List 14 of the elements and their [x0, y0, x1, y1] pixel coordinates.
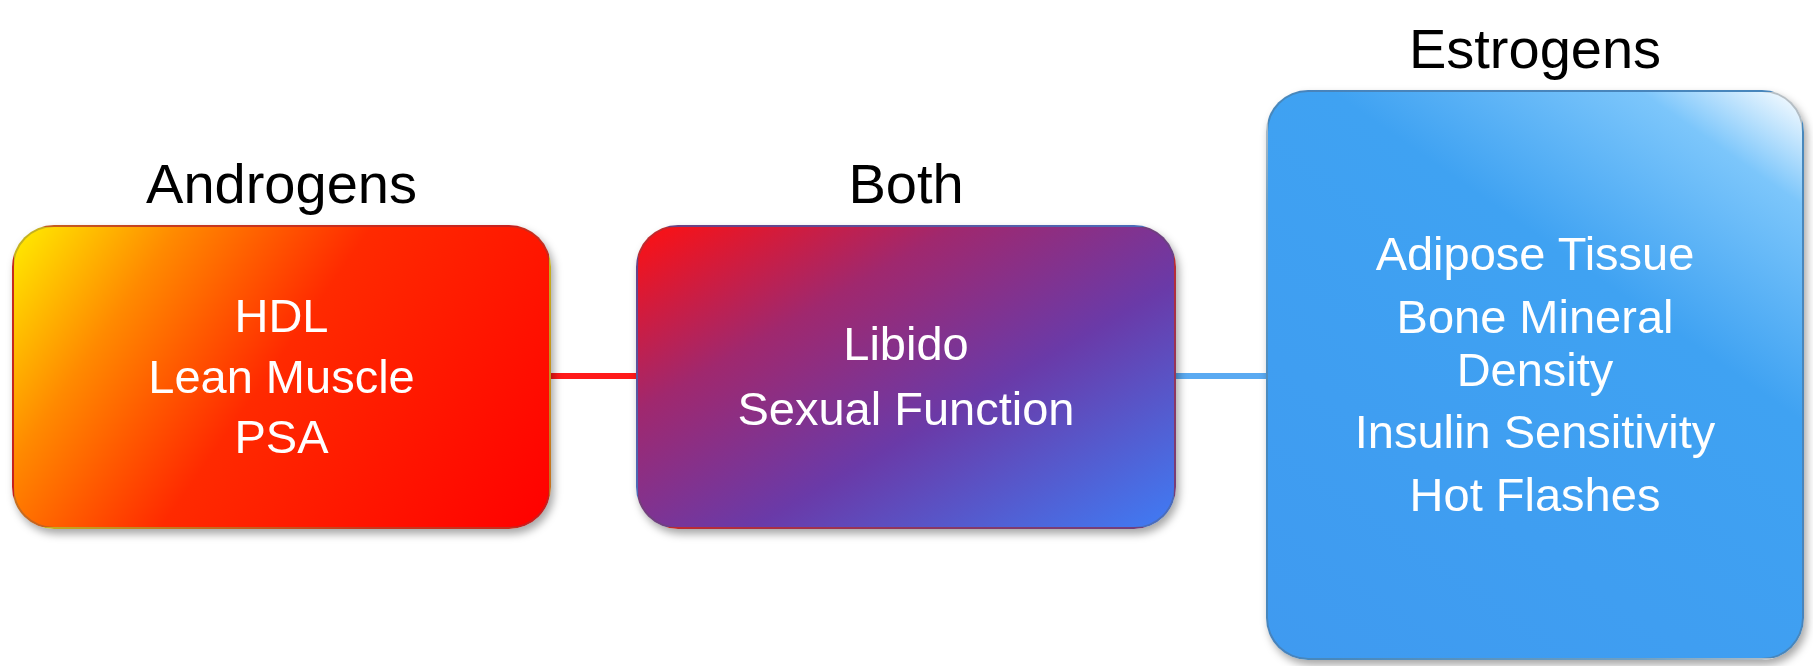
- item-label: Adipose Tissue: [1375, 228, 1695, 282]
- item-label: Hot Flashes: [1409, 468, 1661, 522]
- connector-line: [1176, 373, 1266, 379]
- item-label: Lean Muscle: [148, 350, 415, 404]
- item-label: Insulin Sensitivity: [1354, 406, 1716, 459]
- item-label: Libido: [843, 318, 969, 371]
- group-heading: Both: [847, 153, 965, 215]
- item-label: Sexual Function: [737, 383, 1075, 436]
- group-heading: Estrogens: [1407, 18, 1663, 80]
- group-heading: Androgens: [145, 153, 418, 215]
- connector-line: [551, 373, 636, 379]
- item-label: PSA: [234, 411, 329, 464]
- item-label: Bone Mineral Density: [1395, 291, 1675, 397]
- item-label: HDL: [234, 290, 329, 343]
